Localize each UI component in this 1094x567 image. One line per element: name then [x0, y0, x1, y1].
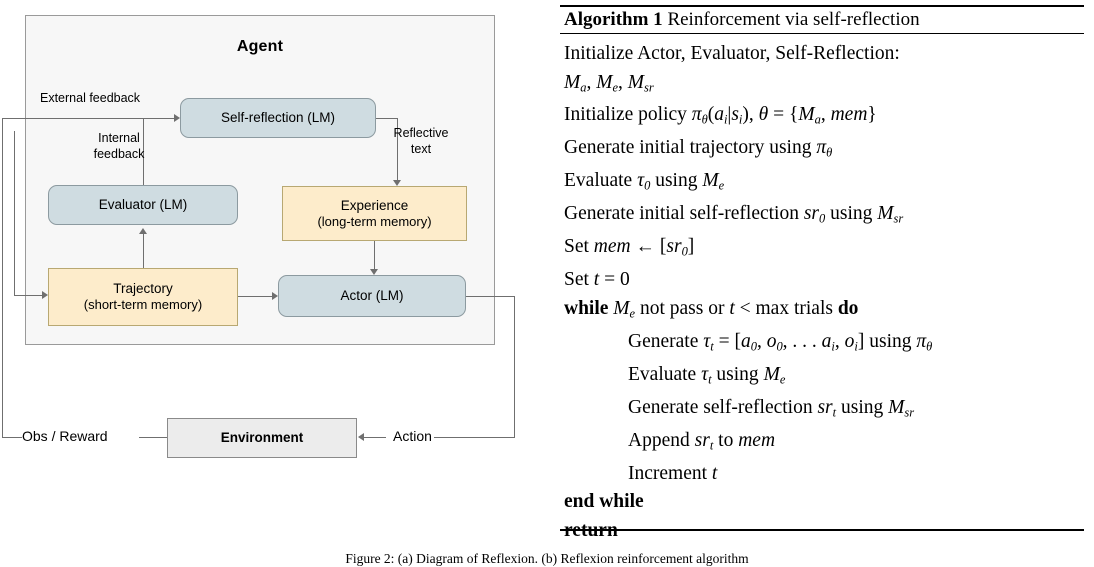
figure-caption: Figure 2: (a) Diagram of Reflexion. (b) … — [345, 551, 749, 566]
reflexion-diagram: Agent Self-reflection (LM) Evaluator (LM… — [0, 0, 547, 560]
algorithm-title: Reinforcement via self-reflection — [667, 9, 920, 30]
wire-trajectory-to-actor — [238, 296, 272, 297]
algorithm-line-10: Evaluate τt using Me — [628, 363, 786, 387]
node-self-reflection[interactable]: Self-reflection (LM) — [180, 98, 376, 138]
wire-external-feedback-line — [2, 118, 178, 119]
wire-obs-to-bus — [2, 437, 22, 438]
node-experience-title: Experience — [340, 197, 409, 213]
algorithm-line-8: while Me not pass or t < max trials do — [564, 297, 859, 321]
algorithm-line-7: Set t = 0 — [564, 269, 630, 291]
wire-environment-to-obs — [139, 437, 167, 438]
node-environment[interactable]: Environment — [167, 418, 357, 458]
node-actor-label: Actor (LM) — [340, 288, 404, 304]
algorithm-top-rule — [560, 5, 1084, 7]
algorithm-line-14: end while — [564, 491, 644, 513]
wire-internal-feedback — [143, 118, 144, 185]
arrow-trajectory-to-evaluator — [139, 228, 147, 234]
algorithm-line-6: Set mem ← [sr0] — [564, 236, 695, 259]
arrow-action-into-environment — [358, 433, 364, 441]
wire-into-trajectory — [14, 295, 42, 296]
node-experience-subtitle: (long-term memory) — [317, 213, 432, 229]
arrow-reflective-text-into-experience — [393, 180, 401, 186]
algorithm-line-9: Generate τt = [a0, o0, . . . ai, oi] usi… — [628, 330, 933, 354]
algorithm-line-3: Generate initial trajectory using πθ — [564, 137, 833, 160]
arrow-external-feedback-into-selfreflection — [174, 114, 180, 122]
wire-action-horizontal — [434, 437, 515, 438]
node-actor[interactable]: Actor (LM) — [278, 275, 466, 317]
wire-left-inner-vertical — [14, 131, 15, 295]
algorithm-line-2: Initialize policy πθ(ai|si), θ = {Ma, me… — [564, 104, 877, 127]
algorithm-number: Algorithm 1 — [564, 9, 663, 30]
arrow-experience-to-actor — [370, 269, 378, 275]
algorithm-bottom-rule — [560, 529, 1084, 531]
node-trajectory-subtitle: (short-term memory) — [83, 297, 203, 313]
wire-reflective-text — [397, 118, 398, 180]
node-self-reflection-label: Self-reflection (LM) — [220, 110, 336, 126]
algorithm-line-5: Generate initial self-reflection sr0 usi… — [564, 203, 904, 226]
algorithm-head-rule — [560, 33, 1084, 34]
agent-panel-title: Agent — [236, 38, 284, 55]
node-trajectory[interactable]: Trajectory (short-term memory) — [48, 268, 238, 326]
node-experience[interactable]: Experience (long-term memory) — [282, 186, 467, 241]
label-action: Action — [393, 428, 432, 444]
wire-actor-out — [466, 296, 515, 297]
arrow-into-trajectory — [42, 291, 48, 299]
node-trajectory-title: Trajectory — [113, 281, 173, 297]
wire-action-to-environment — [364, 437, 386, 438]
algorithm-line-0: Initialize Actor, Evaluator, Self-Reflec… — [564, 43, 900, 64]
algorithm-line-12: Append srt to mem — [628, 429, 776, 453]
label-external-feedback: External feedback — [40, 91, 141, 105]
wire-action-vertical — [514, 296, 515, 438]
algorithm-line-11: Generate self-reflection srt using Msr — [628, 396, 915, 420]
arrow-trajectory-to-actor — [272, 292, 278, 300]
node-evaluator-label: Evaluator (LM) — [98, 197, 188, 213]
label-reflective-text: Reflective text — [393, 126, 449, 156]
wire-left-outer-vertical — [2, 118, 3, 438]
node-environment-label: Environment — [220, 430, 304, 446]
node-evaluator[interactable]: Evaluator (LM) — [48, 185, 238, 225]
algorithm-line-4: Evaluate τ0 using Me — [564, 170, 725, 193]
algorithm-line-1: Ma, Me, Msr — [564, 71, 654, 94]
label-obs-reward: Obs / Reward — [22, 428, 108, 444]
algorithm-line-13: Increment t — [628, 462, 718, 484]
wire-trajectory-to-evaluator — [143, 232, 144, 268]
algorithm-heading: Algorithm 1 Reinforcement via self-refle… — [564, 9, 920, 31]
algorithm-line-15: return — [564, 519, 618, 541]
algorithm-block: Algorithm 1 Reinforcement via self-refle… — [548, 0, 1094, 560]
wire-experience-to-actor — [374, 241, 375, 269]
wire-selfreflection-out — [376, 118, 398, 119]
algorithm-lines: Initialize Actor, Evaluator, Self-Reflec… — [564, 40, 1092, 545]
label-internal-feedback: Internal feedback — [93, 131, 145, 161]
